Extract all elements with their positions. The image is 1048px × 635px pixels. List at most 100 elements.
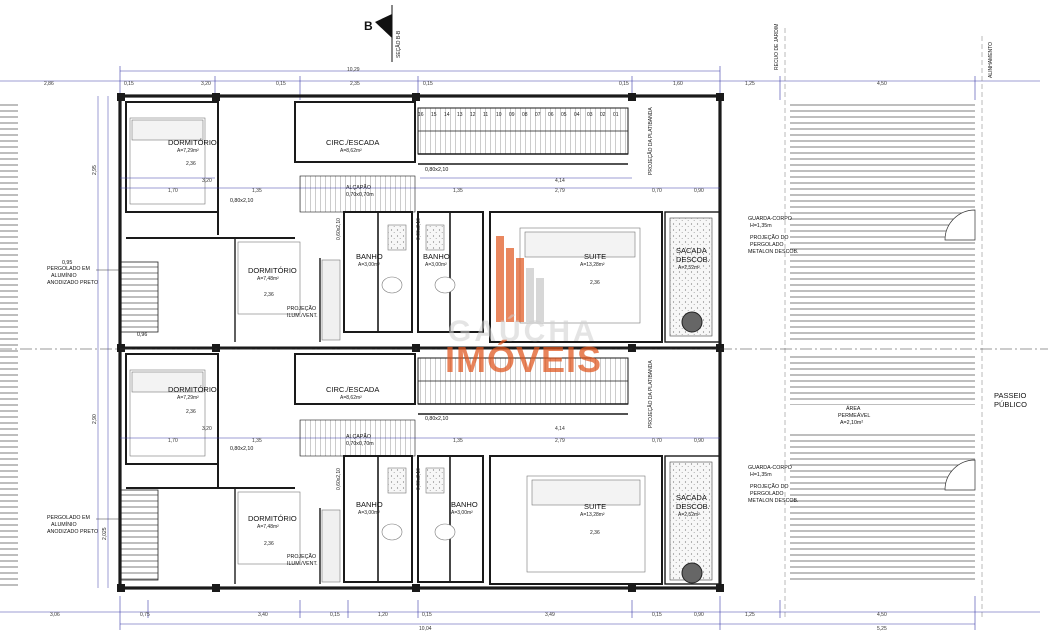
dim-inner-c6: 0,90 bbox=[694, 438, 704, 444]
dim-inner-b1: 3,20 bbox=[202, 178, 212, 184]
door-label-7: 0,60x2,10 bbox=[336, 468, 342, 490]
room-banho-1-area: A=3,00m² bbox=[358, 262, 380, 268]
dim-left-4: 0,96 bbox=[137, 332, 147, 338]
top-dimension-chain bbox=[0, 66, 1040, 100]
passeio-label-2: PÚBLICO bbox=[994, 400, 1027, 409]
room-descob-2: DESCOB. bbox=[676, 502, 710, 511]
proj-pergolado-2-l2: PERGOLADO bbox=[750, 491, 784, 497]
dim-inner-a2: 1,35 bbox=[252, 188, 262, 194]
bottom-dimension-chain bbox=[0, 596, 1040, 630]
pergolado-note-1-l3: ANODIZADO PRETO bbox=[47, 280, 98, 286]
inner-dimension-lines bbox=[120, 177, 720, 439]
planter-upper bbox=[681, 311, 703, 333]
room-sacada-2: SACADA bbox=[676, 493, 707, 502]
room-banho-3-area: A=3,00m² bbox=[358, 510, 380, 516]
svg-text:06: 06 bbox=[548, 112, 554, 118]
dim-top-9: 1,25 bbox=[745, 81, 755, 87]
dim-bottom-7: 3,49 bbox=[545, 612, 555, 618]
guarda-corpo-2-l2: H=1,35m bbox=[750, 472, 772, 478]
room-dormitorio-4-area: A=7,48m² bbox=[257, 524, 279, 530]
proj-pergolado-2-l3: METALON DESCOB. bbox=[748, 498, 799, 504]
dim-bottom-2: 0,75 bbox=[140, 612, 150, 618]
room-dormitorio-3-area: A=7,29m² bbox=[177, 395, 199, 401]
dim-left-5: 2,025 bbox=[102, 527, 108, 540]
alcapao-2-l1: ALÇAPÃO bbox=[346, 433, 371, 440]
level-mark-2: 2,36 bbox=[264, 292, 274, 298]
level-mark-6: 2,36 bbox=[590, 530, 600, 536]
door-label-4: 0,80x2,10 bbox=[425, 416, 448, 422]
dim-top-5: 2,35 bbox=[350, 81, 360, 87]
room-banho-4: BANHO bbox=[451, 500, 478, 509]
pergolado-lower bbox=[119, 489, 159, 581]
pergolado-note-1-l2: ALUMÍNIO bbox=[51, 272, 77, 279]
svg-text:09: 09 bbox=[509, 112, 515, 118]
svg-text:14: 14 bbox=[444, 112, 450, 118]
dim-left-3: 0,95 bbox=[62, 260, 72, 266]
planter-lower bbox=[681, 562, 703, 584]
unit-upper bbox=[125, 101, 721, 343]
area-permeavel-l1: ÁREA bbox=[846, 405, 861, 412]
room-dormitorio-3: DORMITÓRIO bbox=[168, 385, 217, 394]
dim-inner-a4: 2,79 bbox=[555, 188, 565, 194]
guarda-corpo-2-l1: GUARDA-CORPO bbox=[748, 465, 792, 471]
alcapao-1-l2: 0,70x0,70m bbox=[346, 192, 374, 198]
svg-text:12: 12 bbox=[470, 112, 476, 118]
room-dormitorio-4: DORMITÓRIO bbox=[248, 514, 297, 523]
dim-top-6: 0,15 bbox=[423, 81, 433, 87]
furniture-lower bbox=[129, 369, 646, 583]
svg-text:07: 07 bbox=[535, 112, 541, 118]
dim-inner-a6: 0,90 bbox=[694, 188, 704, 194]
room-circ-2-area: A=8,62m² bbox=[340, 395, 362, 401]
room-sacada-2-area: A=2,52m² bbox=[678, 512, 700, 518]
door-label-5: 0,60x2,10 bbox=[336, 218, 342, 240]
room-sacada-1-area: A=2,52m² bbox=[678, 265, 700, 271]
alinhamento-label: ALINHAMENTO bbox=[988, 42, 994, 78]
dim-bottom-6: 0,15 bbox=[422, 612, 432, 618]
watermark-line-1: IMÓVEIS bbox=[445, 338, 602, 380]
room-suite-1: SUITE bbox=[584, 252, 606, 261]
permeable-area-gap bbox=[790, 405, 975, 432]
dim-inner-a5: 0,70 bbox=[652, 188, 662, 194]
section-marker-letter: B bbox=[364, 19, 373, 33]
dim-inner-c1: 1,70 bbox=[168, 438, 178, 444]
dim-bottom-1: 3,06 bbox=[50, 612, 60, 618]
watermark: GAÚCHA IMÓVEIS bbox=[445, 236, 602, 380]
room-dormitorio-2: DORMITÓRIO bbox=[248, 266, 297, 275]
svg-text:05: 05 bbox=[561, 112, 567, 118]
pergolado-note-2-l3: ANODIZADO PRETO bbox=[47, 529, 98, 535]
dim-inner-d2: 4,14 bbox=[555, 426, 565, 432]
level-mark-4: 2,36 bbox=[186, 409, 196, 415]
passeio-label-1: PASSEIO bbox=[994, 391, 1027, 400]
dim-top-3: 3,20 bbox=[201, 81, 211, 87]
door-label-8: 0,60x2,10 bbox=[416, 468, 422, 490]
dim-left-1: 2,95 bbox=[92, 165, 98, 175]
section-marker: B bbox=[364, 5, 393, 62]
room-sacada-1: SACADA bbox=[676, 246, 707, 255]
area-permeavel-l2: PERMEÁVEL bbox=[838, 412, 870, 419]
pergolado-note-2-l2: ALUMÍNIO bbox=[51, 521, 77, 528]
column-posts bbox=[117, 93, 724, 592]
dim-top-2: 0,15 bbox=[124, 81, 134, 87]
proj-ilum-2-l2: ILUM./VENT. bbox=[287, 561, 318, 567]
proj-ilum-1-l2: ILUM./VENT. bbox=[287, 313, 318, 319]
proj-pergolado-1-l1: PROJEÇÃO DO bbox=[750, 234, 789, 241]
dim-bottom-5: 1,20 bbox=[378, 612, 388, 618]
left-vertical-dims bbox=[97, 96, 109, 588]
room-banho-4-area: A=3,00m² bbox=[451, 510, 473, 516]
dim-top-1: 2,86 bbox=[44, 81, 54, 87]
room-circ-1-area: A=8,62m² bbox=[340, 148, 362, 154]
svg-text:01: 01 bbox=[613, 112, 619, 118]
door-label-1: 0,80x2,10 bbox=[230, 198, 253, 204]
left-neighbor-strip bbox=[0, 100, 18, 588]
svg-text:10: 10 bbox=[496, 112, 502, 118]
dim-bottom-3: 3,40 bbox=[258, 612, 268, 618]
svg-text:08: 08 bbox=[522, 112, 528, 118]
dim-inner-a3: 1,35 bbox=[453, 188, 463, 194]
recuo-label: RECUO DE JARDIM bbox=[774, 24, 780, 70]
proj-ilum-1-l1: PROJEÇÃO bbox=[287, 305, 316, 312]
dim-top-8: 1,60 bbox=[673, 81, 683, 87]
svg-text:02: 02 bbox=[600, 112, 606, 118]
unit-lower bbox=[125, 353, 721, 585]
room-dormitorio-2-area: A=7,48m² bbox=[257, 276, 279, 282]
